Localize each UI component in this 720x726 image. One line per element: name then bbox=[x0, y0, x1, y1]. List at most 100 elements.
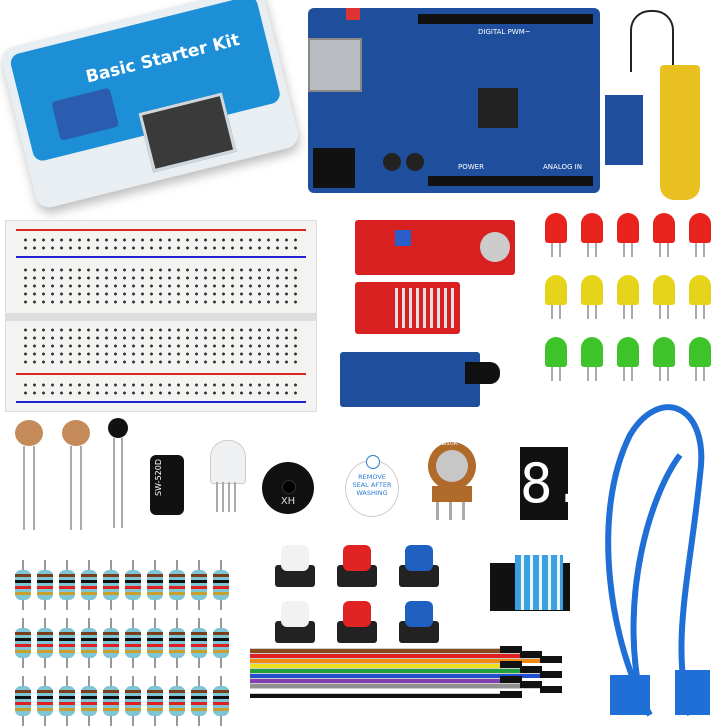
jumper-wire-connector bbox=[540, 686, 562, 693]
sound-sensor-module bbox=[355, 220, 515, 275]
jumper-wire bbox=[250, 658, 540, 663]
jumper-wire-connector bbox=[500, 676, 522, 683]
sensor-module bbox=[605, 95, 643, 165]
led bbox=[545, 275, 567, 319]
led bbox=[581, 275, 603, 319]
resistor-set bbox=[12, 560, 242, 726]
potentiometer-label: B10K bbox=[442, 440, 458, 447]
resistor bbox=[122, 560, 144, 610]
resistor bbox=[100, 676, 122, 726]
seven-segment-digit: 8. bbox=[520, 452, 586, 515]
photoresistor bbox=[15, 420, 45, 530]
jumper-wire-connector bbox=[540, 671, 562, 678]
push-button bbox=[399, 545, 439, 587]
push-button bbox=[337, 601, 377, 643]
jumper-wire bbox=[250, 693, 500, 698]
photoresistor bbox=[62, 420, 92, 530]
jumper-wire-connector bbox=[500, 646, 522, 653]
jumper-wire bbox=[250, 683, 520, 688]
jumper-wire bbox=[250, 678, 500, 683]
rgb-led bbox=[210, 440, 246, 512]
power-rail bbox=[16, 373, 306, 375]
ir-led bbox=[465, 362, 500, 384]
jumper-wire-connector bbox=[540, 656, 562, 663]
active-buzzer: XH bbox=[262, 462, 314, 514]
resistor bbox=[166, 560, 188, 610]
starter-kit-box: Basic Starter Kit bbox=[0, 0, 301, 211]
buzzer-label: XH bbox=[280, 496, 296, 507]
thermistor bbox=[108, 418, 130, 528]
jumper-wire-connector bbox=[500, 661, 522, 668]
breadboard-holes bbox=[21, 236, 301, 252]
resistor bbox=[56, 676, 78, 726]
push-button bbox=[275, 545, 315, 587]
tilt-switch: SW-520D bbox=[150, 455, 184, 515]
tilt-switch-label: SW-520D bbox=[154, 459, 163, 496]
resistor bbox=[144, 618, 166, 668]
plus-icon bbox=[366, 455, 380, 469]
jumper-wire-connector bbox=[520, 666, 542, 673]
jumper-wire-connector bbox=[520, 651, 542, 658]
resistor bbox=[78, 618, 100, 668]
jumper-wire bbox=[250, 688, 540, 693]
breadboard bbox=[5, 220, 317, 412]
resistor bbox=[12, 618, 34, 668]
potentiometer: B10K bbox=[428, 440, 478, 520]
jumper-wire bbox=[250, 663, 500, 668]
sensor-probe bbox=[660, 65, 700, 200]
resistor bbox=[100, 560, 122, 610]
analog-power-header bbox=[428, 176, 593, 186]
resistor bbox=[210, 560, 232, 610]
led bbox=[581, 213, 603, 257]
power-label: POWER bbox=[458, 163, 484, 171]
led bbox=[653, 213, 675, 257]
push-button bbox=[399, 601, 439, 643]
resistor bbox=[34, 676, 56, 726]
led bbox=[689, 337, 711, 381]
led bbox=[653, 337, 675, 381]
resistor bbox=[34, 560, 56, 610]
power-rail bbox=[16, 256, 306, 258]
passive-buzzer: REMOVE SEAL AFTER WASHING bbox=[345, 455, 399, 517]
led bbox=[617, 337, 639, 381]
resistor bbox=[34, 618, 56, 668]
analog-label: ANALOG IN bbox=[543, 163, 582, 171]
resistor bbox=[56, 618, 78, 668]
resistor bbox=[188, 676, 210, 726]
infrared-obstacle-sensor bbox=[340, 352, 500, 407]
jumper-wire bbox=[250, 653, 520, 658]
resistor bbox=[100, 618, 122, 668]
resistor bbox=[188, 560, 210, 610]
push-button bbox=[337, 545, 377, 587]
led bbox=[545, 213, 567, 257]
resistor bbox=[210, 618, 232, 668]
jumper-wire bbox=[250, 668, 520, 673]
resistor bbox=[122, 676, 144, 726]
resistor bbox=[122, 618, 144, 668]
jumper-wire-connector bbox=[520, 681, 542, 688]
led bbox=[653, 275, 675, 319]
push-button-set bbox=[275, 545, 455, 645]
dc-power-jack bbox=[313, 148, 355, 188]
dht11-sensor-module bbox=[490, 555, 570, 615]
resistor bbox=[12, 560, 34, 610]
resistor bbox=[78, 560, 100, 610]
resistor bbox=[144, 560, 166, 610]
breadboard-holes bbox=[21, 326, 301, 366]
sensor-cable bbox=[630, 10, 674, 72]
led bbox=[581, 337, 603, 381]
trimmer bbox=[395, 230, 411, 246]
resistor bbox=[166, 676, 188, 726]
resistor bbox=[166, 618, 188, 668]
led bbox=[689, 213, 711, 257]
led bbox=[545, 337, 567, 381]
led bbox=[617, 275, 639, 319]
breadboard-holes bbox=[21, 266, 301, 306]
led bbox=[617, 213, 639, 257]
usb-cable bbox=[605, 404, 710, 717]
jumper-wire bbox=[250, 648, 500, 653]
water-level-sensor bbox=[355, 282, 460, 334]
power-rail bbox=[16, 401, 306, 403]
power-rail bbox=[16, 229, 306, 231]
microcontroller-chip bbox=[478, 88, 518, 128]
